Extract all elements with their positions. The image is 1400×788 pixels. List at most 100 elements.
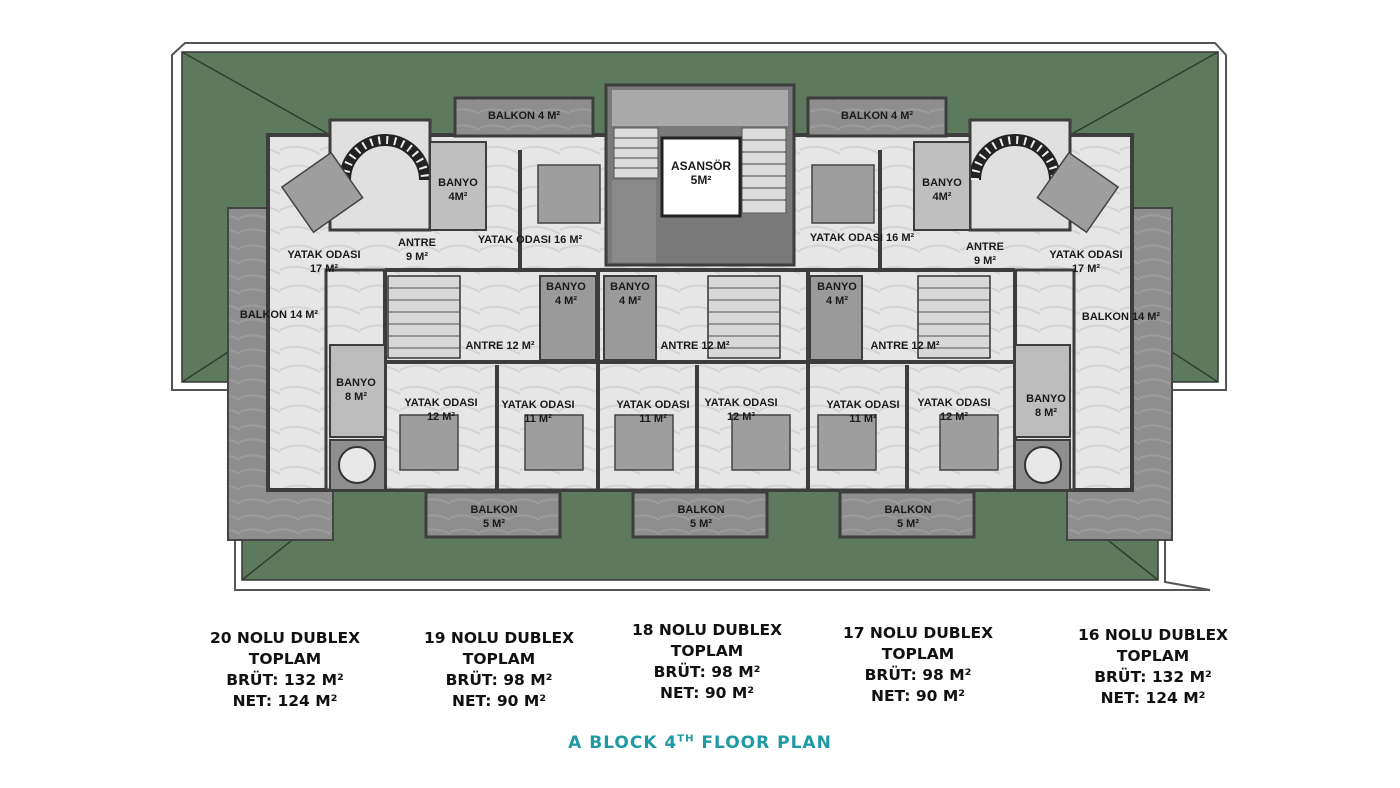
room-label-line: 5 M² xyxy=(897,518,919,530)
label-antre-top-right: ANTRE 9 M² xyxy=(966,241,1004,267)
room-label-line: 5 M² xyxy=(690,518,712,530)
room-label-line: YATAK ODASI 16 M² xyxy=(478,234,583,246)
bath-8-left xyxy=(329,344,386,438)
unit-summary-17: 17 NOLU DUBLEX TOPLAM BRÜT: 98 M² NET: 9… xyxy=(808,623,1028,707)
room-label-line: BALKON xyxy=(677,504,724,516)
room-label-line: YATAK ODASI xyxy=(404,397,477,409)
label-balkon-top-right: BALKON 4 M² xyxy=(841,110,913,122)
plan-title-suffix: FLOOR PLAN xyxy=(694,733,832,753)
unit-brut: BRÜT: 132 M² xyxy=(1094,668,1212,686)
room-label-line: YATAK ODASI xyxy=(287,249,360,261)
bath-top-left xyxy=(429,141,487,231)
unit-summary-16: 16 NOLU DUBLEX TOPLAM BRÜT: 132 M² NET: … xyxy=(1043,625,1263,709)
room-label-line: 12 M² xyxy=(727,411,755,423)
room-label-line: YATAK ODASI xyxy=(917,397,990,409)
room-label-line: ASANSÖR xyxy=(671,158,731,173)
unit-summary-19: 19 NOLU DUBLEX TOPLAM BRÜT: 98 M² NET: 9… xyxy=(389,628,609,712)
room-label-line: 4M² xyxy=(449,191,468,203)
label-antre-12-2: ANTRE 12 M² xyxy=(660,340,729,352)
room-label-line: 4 M² xyxy=(555,295,577,307)
label-banyo-mid-2: BANYO 4 M² xyxy=(610,281,650,307)
unit-net: NET: 124 M² xyxy=(232,692,338,710)
stair-treads xyxy=(388,287,990,349)
room-label-line: BANYO xyxy=(336,377,376,389)
jacuzzi-right xyxy=(1014,439,1071,491)
plan-title-prefix: A BLOCK 4 xyxy=(568,733,678,753)
room-label-line: YATAK ODASI 16 M² xyxy=(810,232,915,244)
room-label-line: YATAK ODASI xyxy=(1049,249,1122,261)
room-label-line: 4 M² xyxy=(619,295,641,307)
label-yatak-16-right: YATAK ODASI 16 M² xyxy=(810,232,915,244)
label-balkon-5-3: BALKON 5 M² xyxy=(884,504,931,530)
label-yatak-12-3: YATAK ODASI 12 M² xyxy=(917,397,990,423)
balcony-bottom-3 xyxy=(838,490,976,539)
room-label-line: 5 M² xyxy=(483,518,505,530)
mid-stairs xyxy=(387,275,991,359)
unit-net: NET: 90 M² xyxy=(451,692,547,710)
room-label-line: 9 M² xyxy=(406,251,428,263)
room-label-line: 11 M² xyxy=(639,413,667,425)
unit-summary-18: 18 NOLU DUBLEX TOPLAM BRÜT: 98 M² NET: 9… xyxy=(597,620,817,704)
room-label-line: BALKON 4 M² xyxy=(841,110,913,122)
room-label-line: 8 M² xyxy=(345,391,367,403)
label-antre-12-1: ANTRE 12 M² xyxy=(465,340,534,352)
label-banyo-top-left: BANYO 4M² xyxy=(438,177,478,203)
room-label-line: YATAK ODASI xyxy=(704,397,777,409)
unit-name: 16 NOLU DUBLEX xyxy=(1077,626,1229,644)
room-label-line: YATAK ODASI xyxy=(501,399,574,411)
bath-top-right xyxy=(913,141,971,231)
label-banyo-mid-1: BANYO 4 M² xyxy=(546,281,586,307)
label-balkon-top-left: BALKON 4 M² xyxy=(488,110,560,122)
balcony-bottom-1 xyxy=(424,490,562,539)
room-label-line: 12 M² xyxy=(940,411,968,423)
unit-total-label: TOPLAM xyxy=(881,645,955,663)
unit-total-label: TOPLAM xyxy=(248,650,322,668)
unit-total-label: TOPLAM xyxy=(462,650,536,668)
balcony-bottom-2 xyxy=(631,490,769,539)
unit-net: NET: 90 M² xyxy=(870,687,966,705)
mid-baths xyxy=(539,275,863,361)
balcony-top-right xyxy=(806,96,948,138)
unit-name: 19 NOLU DUBLEX xyxy=(423,629,575,647)
room-label-line: BANYO xyxy=(438,177,478,189)
jacuzzi-left xyxy=(329,439,386,491)
label-yatak-16-left: YATAK ODASI 16 M² xyxy=(478,234,583,246)
plan-title: A BLOCK 4TH FLOOR PLAN xyxy=(0,733,1400,753)
room-label-line: 5M² xyxy=(691,173,712,187)
unit-brut: BRÜT: 98 M² xyxy=(653,663,761,681)
unit-net: NET: 90 M² xyxy=(659,684,755,702)
unit-brut: BRÜT: 98 M² xyxy=(864,666,972,684)
room-label-line: BANYO xyxy=(817,281,857,293)
label-yatak-17-right: YATAK ODASI 17 M² xyxy=(1049,249,1122,275)
unit-total-label: TOPLAM xyxy=(670,642,744,660)
room-label-line: BANYO xyxy=(546,281,586,293)
room-label-line: 9 M² xyxy=(974,255,996,267)
room-label-line: 12 M² xyxy=(427,411,455,423)
room-label-line: BANYO xyxy=(610,281,650,293)
room-label-line: BALKON 4 M² xyxy=(488,110,560,122)
label-yatak-17-left: YATAK ODASI 17 M² xyxy=(287,249,360,275)
room-label-line: BALKON xyxy=(884,504,931,516)
room-label-line: BANYO xyxy=(922,177,962,189)
unit-total-label: TOPLAM xyxy=(1116,647,1190,665)
room-label-line: YATAK ODASI xyxy=(826,399,899,411)
room-label-line: ANTRE xyxy=(966,241,1004,253)
room-label-line: 17 M² xyxy=(310,263,338,275)
label-balkon-5-2: BALKON 5 M² xyxy=(677,504,724,530)
room-label-line: ANTRE 12 M² xyxy=(870,340,939,352)
label-yatak-12-1: YATAK ODASI 12 M² xyxy=(404,397,477,423)
unit-net: NET: 124 M² xyxy=(1100,689,1206,707)
room-label-line: 4M² xyxy=(933,191,952,203)
beds xyxy=(280,151,1120,471)
room-label-line: 4 M² xyxy=(826,295,848,307)
unit-name: 17 NOLU DUBLEX xyxy=(842,624,994,642)
room-label-line: 17 M² xyxy=(1072,263,1100,275)
unit-brut: BRÜT: 98 M² xyxy=(445,671,553,689)
plan-title-superscript: TH xyxy=(677,733,695,745)
